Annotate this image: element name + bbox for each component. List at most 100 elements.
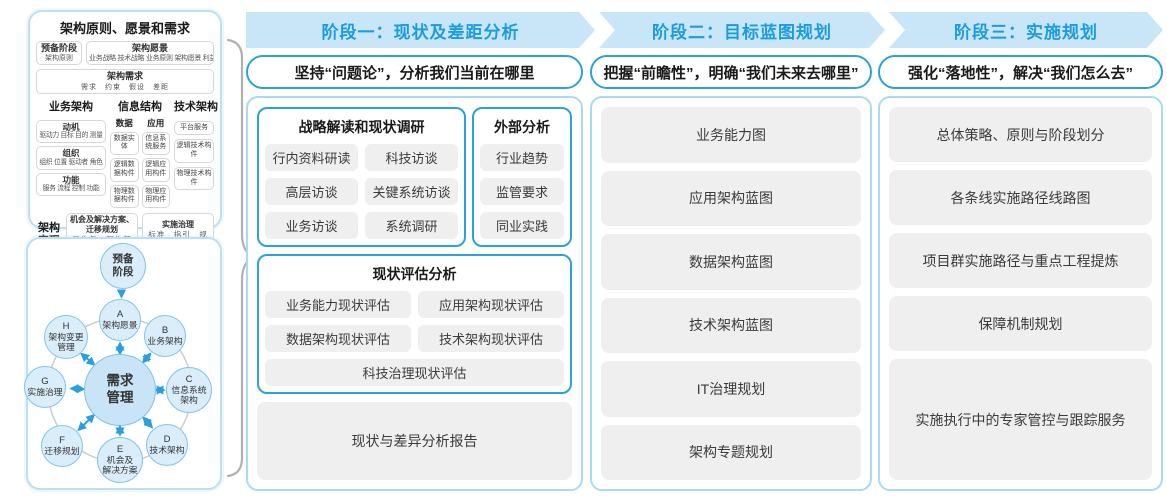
external-analysis-title: 外部分析 bbox=[494, 119, 550, 135]
phase2-deliverable: 架构专题规划 bbox=[601, 424, 861, 480]
adm-node-name: 架构变更 管理 bbox=[48, 332, 84, 353]
research-item: 业务访谈 bbox=[265, 212, 358, 239]
organization-title: 组织 bbox=[62, 148, 80, 159]
adm-node-letter: D bbox=[163, 433, 171, 445]
phase2-container: 业务能力图 应用架构蓝图 数据架构蓝图 技术架构蓝图 IT治理规划 架构专题规划 bbox=[590, 96, 872, 491]
research-item: 科技访谈 bbox=[365, 144, 458, 171]
phase2-deliverable: 技术架构蓝图 bbox=[601, 297, 861, 353]
adm-node-letter: G bbox=[41, 375, 49, 387]
adm-node-f: F 迁移规划 bbox=[41, 425, 83, 467]
assessment-item: 数据架构现状评估 bbox=[265, 325, 411, 352]
assessment-title: 现状评估分析 bbox=[372, 266, 457, 282]
organization-box: 组织 组织 位置 驱动者 角色 bbox=[36, 146, 106, 170]
phase2-deliverable: 数据架构蓝图 bbox=[601, 234, 861, 290]
principles-title: 架构原则、愿景和需求 bbox=[59, 21, 190, 36]
information-structure-title: 信息结构 bbox=[118, 100, 162, 113]
phase3-banner: 阶段三：实施规划 bbox=[889, 12, 1163, 48]
data-subtitle: 数据 bbox=[115, 117, 133, 128]
adm-node-name: 实施治理 bbox=[27, 387, 63, 398]
phase3-deliverable: 项目群实施路径与重点工程提炼 bbox=[889, 233, 1152, 288]
research-item: 高层访谈 bbox=[265, 178, 358, 205]
prep-phase-sub: 架构原则 bbox=[45, 55, 73, 63]
phase1-slogan: 坚持“问题论”，分析我们当前在哪里 bbox=[246, 55, 583, 89]
function-title: 功能 bbox=[62, 174, 80, 185]
motivation-box: 动机 驱动力 目标 目的 测量 bbox=[36, 119, 106, 144]
architecture-domains-row: 业务架构 动机 驱动力 目标 目的 测量 组织 组织 位置 驱动者 角色 功能 … bbox=[36, 98, 218, 209]
adm-node-g: G 实施治理 bbox=[24, 366, 66, 408]
phase2-slogan: 把握“前瞻性”，明确“我们未来去哪里” bbox=[590, 55, 872, 89]
adm-cycle-panel: 预备 阶段 A 架构愿景 B 业务架构 C 信息系统 架构 D 技术架构 E 机… bbox=[24, 237, 222, 490]
prep-phase-title: 预备阶段 bbox=[40, 43, 77, 53]
gap-analysis-report-box: 现状与差异分析报告 bbox=[257, 402, 572, 480]
requirements-sub: 需求 约束 假设 差距 bbox=[81, 83, 169, 91]
phase3-deliverable: 总体策略、原则与阶段划分 bbox=[889, 107, 1152, 162]
architecture-vision-box: 架构愿景 业务战略 技术战略 业务原则 架构愿景 利益相关者 bbox=[86, 41, 214, 66]
phase2-deliverable: 业务能力图 bbox=[601, 107, 861, 163]
data-item: 逻辑数据构件 bbox=[110, 158, 139, 182]
adm-center-label: 需求 管理 bbox=[106, 373, 134, 405]
adm-node-a: A 架构愿景 bbox=[99, 299, 141, 341]
adm-node-e: E 机会及 解决方案 bbox=[97, 437, 143, 483]
adm-node-letter: B bbox=[161, 324, 169, 336]
external-item: 监管要求 bbox=[480, 178, 564, 205]
assessment-subpanel: 现状评估分析 业务能力现状评估 应用架构现状评估 数据架构现状评估 技术架构现状… bbox=[257, 254, 572, 394]
research-item: 系统调研 bbox=[365, 212, 458, 239]
motivation-sub: 驱动力 目标 目的 测量 bbox=[39, 132, 103, 140]
adm-node-name: 架构愿景 bbox=[102, 320, 138, 331]
adm-node-letter: H bbox=[62, 320, 70, 332]
technology-item: 平台服务 bbox=[174, 120, 214, 136]
adm-node-name: 业务架构 bbox=[147, 336, 183, 347]
prep-vision-row: 预备阶段 架构原则 架构愿景 业务战略 技术战略 业务原则 架构愿景 利益相关者 bbox=[36, 41, 214, 66]
external-item: 同业实践 bbox=[480, 212, 564, 239]
phase3-deliverable: 实施执行中的专家管控与跟踪服务 bbox=[889, 359, 1152, 480]
technology-arch-title: 技术架构 bbox=[174, 100, 218, 113]
adm-node-letter: C bbox=[185, 373, 193, 385]
assessment-item: 技术架构现状评估 bbox=[418, 325, 564, 352]
organization-sub: 组织 位置 驱动者 角色 bbox=[39, 158, 103, 166]
adm-node-b: B 业务架构 bbox=[144, 315, 186, 357]
data-subcolumn: 数据 数据实体 逻辑数据构件 物理数据构件 bbox=[110, 117, 139, 209]
function-box: 功能 服务 流程 控制 功能 bbox=[36, 172, 106, 197]
external-analysis-subpanel: 外部分析 行业趋势 监管要求 同业实践 bbox=[472, 107, 572, 247]
architecture-principles-panel: 架构原则、愿景和需求 预备阶段 架构原则 架构愿景 业务战略 技术战略 业务原则… bbox=[28, 10, 222, 257]
business-arch-title: 业务架构 bbox=[49, 100, 93, 113]
motivation-title: 动机 bbox=[62, 121, 80, 132]
adm-node-preliminary: 预备 阶段 bbox=[100, 243, 146, 289]
adm-node-name: 技术架构 bbox=[149, 445, 185, 456]
phase3-slogan: 强化“落地性”，解决“我们怎么去” bbox=[878, 55, 1163, 89]
adm-center-requirements-management: 需求 管理 bbox=[84, 354, 156, 426]
phase2-banner: 阶段二：目标蓝图规划 bbox=[599, 12, 885, 48]
phase-banners: 阶段一：现状及差距分析 阶段二：目标蓝图规划 阶段三：实施规划 bbox=[246, 12, 1163, 48]
adm-node-h: H 架构变更 管理 bbox=[44, 315, 88, 359]
phase2-deliverable: IT治理规划 bbox=[601, 361, 861, 417]
phase3-container: 总体策略、原则与阶段划分 各条线实施路径线路图 项目群实施路径与重点工程提炼 保… bbox=[878, 96, 1163, 491]
application-subtitle: 应用 bbox=[147, 117, 165, 128]
assessment-item: 业务能力现状评估 bbox=[265, 291, 411, 318]
research-item: 行内资料研读 bbox=[265, 144, 358, 171]
opportunity-title: 机会及解决方案、迁移规划 bbox=[70, 215, 134, 235]
vision-title: 架构愿景 bbox=[131, 43, 168, 53]
assessment-item: 科技治理现状评估 bbox=[265, 359, 564, 386]
prep-phase-box: 预备阶段 架构原则 bbox=[36, 41, 82, 66]
external-item: 行业趋势 bbox=[480, 144, 564, 171]
adm-node-d: D 技术架构 bbox=[146, 424, 188, 466]
function-sub: 服务 流程 控制 功能 bbox=[42, 185, 100, 193]
strategy-research-title: 战略解读和现状调研 bbox=[298, 119, 425, 135]
information-structure-column: 信息结构 数据 数据实体 逻辑数据构件 物理数据构件 应用 信息系统服务 逻辑应… bbox=[110, 98, 170, 209]
adm-node-name: 信息系统 架构 bbox=[171, 385, 207, 406]
technology-item: 物理技术构件 bbox=[174, 166, 214, 191]
phase2-deliverable: 应用架构蓝图 bbox=[601, 170, 861, 226]
application-subcolumn: 应用 信息系统服务 逻辑应用构件 物理应用构件 bbox=[141, 117, 170, 209]
research-item: 关键系统访谈 bbox=[365, 178, 458, 205]
data-item: 物理数据构件 bbox=[110, 184, 139, 209]
vision-sub: 业务战略 技术战略 业务原则 架构愿景 利益相关者 bbox=[89, 55, 213, 63]
adm-node-c: C 信息系统 架构 bbox=[166, 367, 212, 413]
assessment-item: 应用架构现状评估 bbox=[418, 291, 564, 318]
application-item: 物理应用构件 bbox=[141, 184, 170, 209]
phase3-deliverable: 各条线实施路径线路图 bbox=[889, 170, 1152, 225]
phase1-banner: 阶段一：现状及差距分析 bbox=[246, 12, 595, 48]
application-item: 信息系统服务 bbox=[141, 131, 170, 156]
business-architecture-column: 业务架构 动机 驱动力 目标 目的 测量 组织 组织 位置 驱动者 角色 功能 … bbox=[36, 98, 106, 209]
adm-node-name: 迁移规划 bbox=[44, 446, 80, 457]
